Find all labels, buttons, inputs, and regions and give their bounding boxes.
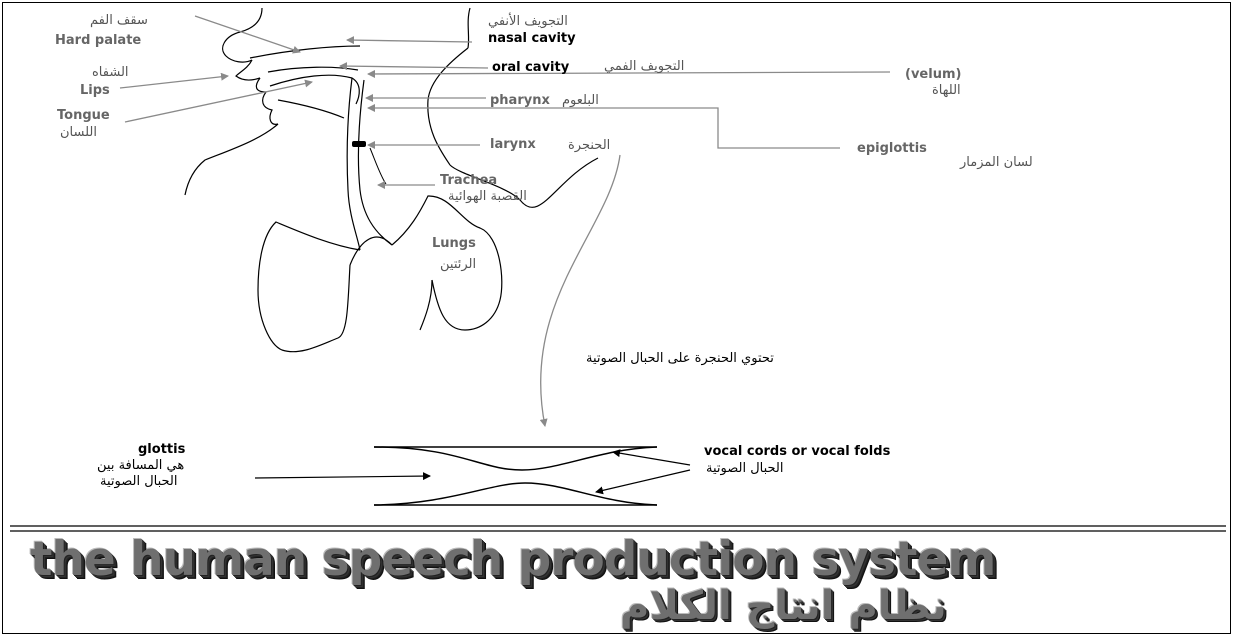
trachea-ar-label: القصبة الهوائية	[448, 189, 527, 204]
larynx-label: larynx	[490, 137, 536, 152]
trachea-label: Trachea	[440, 173, 498, 188]
epiglottis-label: epiglottis	[857, 141, 927, 156]
title-arabic: نظام انتاج الكلام	[620, 583, 947, 629]
glottis-ar-label-1: هي المسافة بين	[97, 458, 185, 473]
epiglottis-ar-label: لسان المزمار	[960, 155, 1033, 170]
hard-palate-label: Hard palate	[55, 33, 142, 48]
velum-ar-label: اللهاة	[932, 83, 961, 98]
vocal-cords-label: vocal cords or vocal folds	[704, 444, 891, 459]
pointer-arrows	[119, 15, 891, 427]
larynx-ar-label: الحنجرة	[568, 138, 611, 153]
oral-cavity-label: oral cavity	[492, 60, 570, 75]
hard-palate-ar-label: سقف الفم	[90, 13, 148, 28]
lungs-label: Lungs	[432, 236, 476, 251]
lungs-ar-label: الرئتين	[440, 257, 477, 272]
glottis-ar-label-2: الحبال الصوتية	[100, 474, 178, 489]
vocal-cords-ar-label: الحبال الصوتية	[706, 461, 784, 476]
nasal-cavity-ar-label: التجويف الأنفي	[488, 14, 568, 29]
glottis-arrows	[254, 449, 691, 495]
pharynx-label: pharynx	[490, 93, 550, 108]
larynx-note: تحتوي الحنجرة على الحبال الصوتية	[586, 351, 774, 366]
velum-label: (velum)	[905, 67, 962, 82]
nasal-cavity-label: nasal cavity	[488, 31, 576, 46]
lips-label: Lips	[80, 83, 110, 98]
lips-ar-label: الشفاه	[92, 65, 129, 80]
head-outline	[184, 7, 599, 353]
oral-cavity-ar-label: التجويف الفمي	[604, 59, 685, 74]
vocal-cords-detail	[373, 446, 658, 506]
tongue-ar-label: اللسان	[60, 125, 97, 140]
larynx-mark	[352, 141, 366, 147]
tongue-label: Tongue	[57, 108, 110, 123]
title-english: the human speech production system	[30, 532, 996, 587]
pharynx-ar-label: البلعوم	[562, 93, 599, 108]
glottis-label: glottis	[138, 442, 186, 457]
